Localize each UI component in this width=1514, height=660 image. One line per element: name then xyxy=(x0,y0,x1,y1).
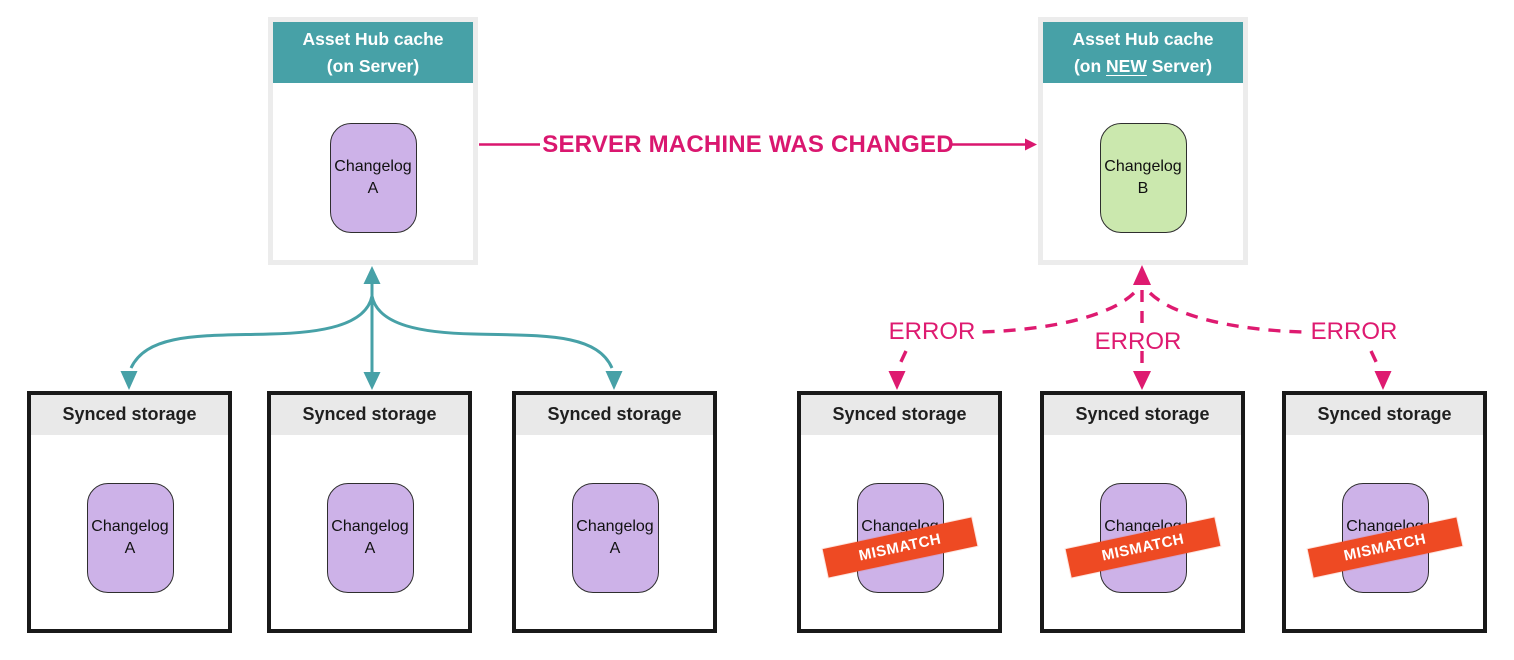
new-underlined-text: NEW xyxy=(1106,55,1147,76)
storage-header: Synced storage xyxy=(31,395,228,435)
error-label-center: ERROR xyxy=(1094,328,1182,355)
sync-arrowheads-icon xyxy=(120,266,623,390)
storage-header: Synced storage xyxy=(271,395,468,435)
storage-body: Changelog A xyxy=(31,435,228,625)
storage-body: Changelog A MISMATCH xyxy=(1044,435,1241,625)
asset-hub-body: Changelog A xyxy=(273,83,473,266)
storage-body: Changelog A xyxy=(271,435,468,625)
synced-storage-4: Synced storage Changelog A MISMATCH xyxy=(797,391,1002,633)
asset-hub-cache-server: Asset Hub cache (on Server) Changelog A xyxy=(268,17,478,265)
synced-storage-1: Synced storage Changelog A xyxy=(27,391,232,633)
synced-storage-3: Synced storage Changelog A xyxy=(512,391,717,633)
hub-title-line2: (on NEW Server) xyxy=(1073,55,1213,76)
hub-title-line2: (on Server) xyxy=(326,55,420,76)
changelog-a-chip: Changelog A xyxy=(326,483,414,593)
synced-storage-5: Synced storage Changelog A MISMATCH xyxy=(1040,391,1245,633)
changelog-a-chip: Changelog A xyxy=(86,483,174,593)
asset-hub-header: Asset Hub cache (on Server) xyxy=(273,22,473,83)
asset-hub-body: Changelog B xyxy=(1043,83,1243,266)
error-label-right: ERROR xyxy=(1310,318,1398,345)
changelog-a-chip: Changelog A xyxy=(329,122,417,233)
server-changed-label: SERVER MACHINE WAS CHANGED xyxy=(542,131,954,158)
storage-header: Synced storage xyxy=(801,395,998,435)
storage-header: Synced storage xyxy=(516,395,713,435)
changelog-a-chip: Changelog A xyxy=(571,483,659,593)
asset-hub-header: Asset Hub cache (on NEW Server) xyxy=(1043,22,1243,83)
storage-header: Synced storage xyxy=(1044,395,1241,435)
storage-body: Changelog A xyxy=(516,435,713,625)
synced-storage-2: Synced storage Changelog A xyxy=(267,391,472,633)
synced-storage-6: Synced storage Changelog A MISMATCH xyxy=(1282,391,1487,633)
storage-body: Changelog A MISMATCH xyxy=(1286,435,1483,625)
server-change-arrowhead-icon xyxy=(1025,138,1037,151)
storage-body: Changelog A MISMATCH xyxy=(801,435,998,625)
sync-arrows-icon xyxy=(129,282,614,375)
error-label-left: ERROR xyxy=(888,318,976,345)
changelog-b-chip: Changelog B xyxy=(1099,122,1187,233)
asset-hub-cache-new-server: Asset Hub cache (on NEW Server) Changelo… xyxy=(1038,17,1248,265)
storage-header: Synced storage xyxy=(1286,395,1483,435)
hub-title-line1: Asset Hub cache xyxy=(302,29,444,50)
hub-title-line1: Asset Hub cache xyxy=(1072,29,1214,50)
